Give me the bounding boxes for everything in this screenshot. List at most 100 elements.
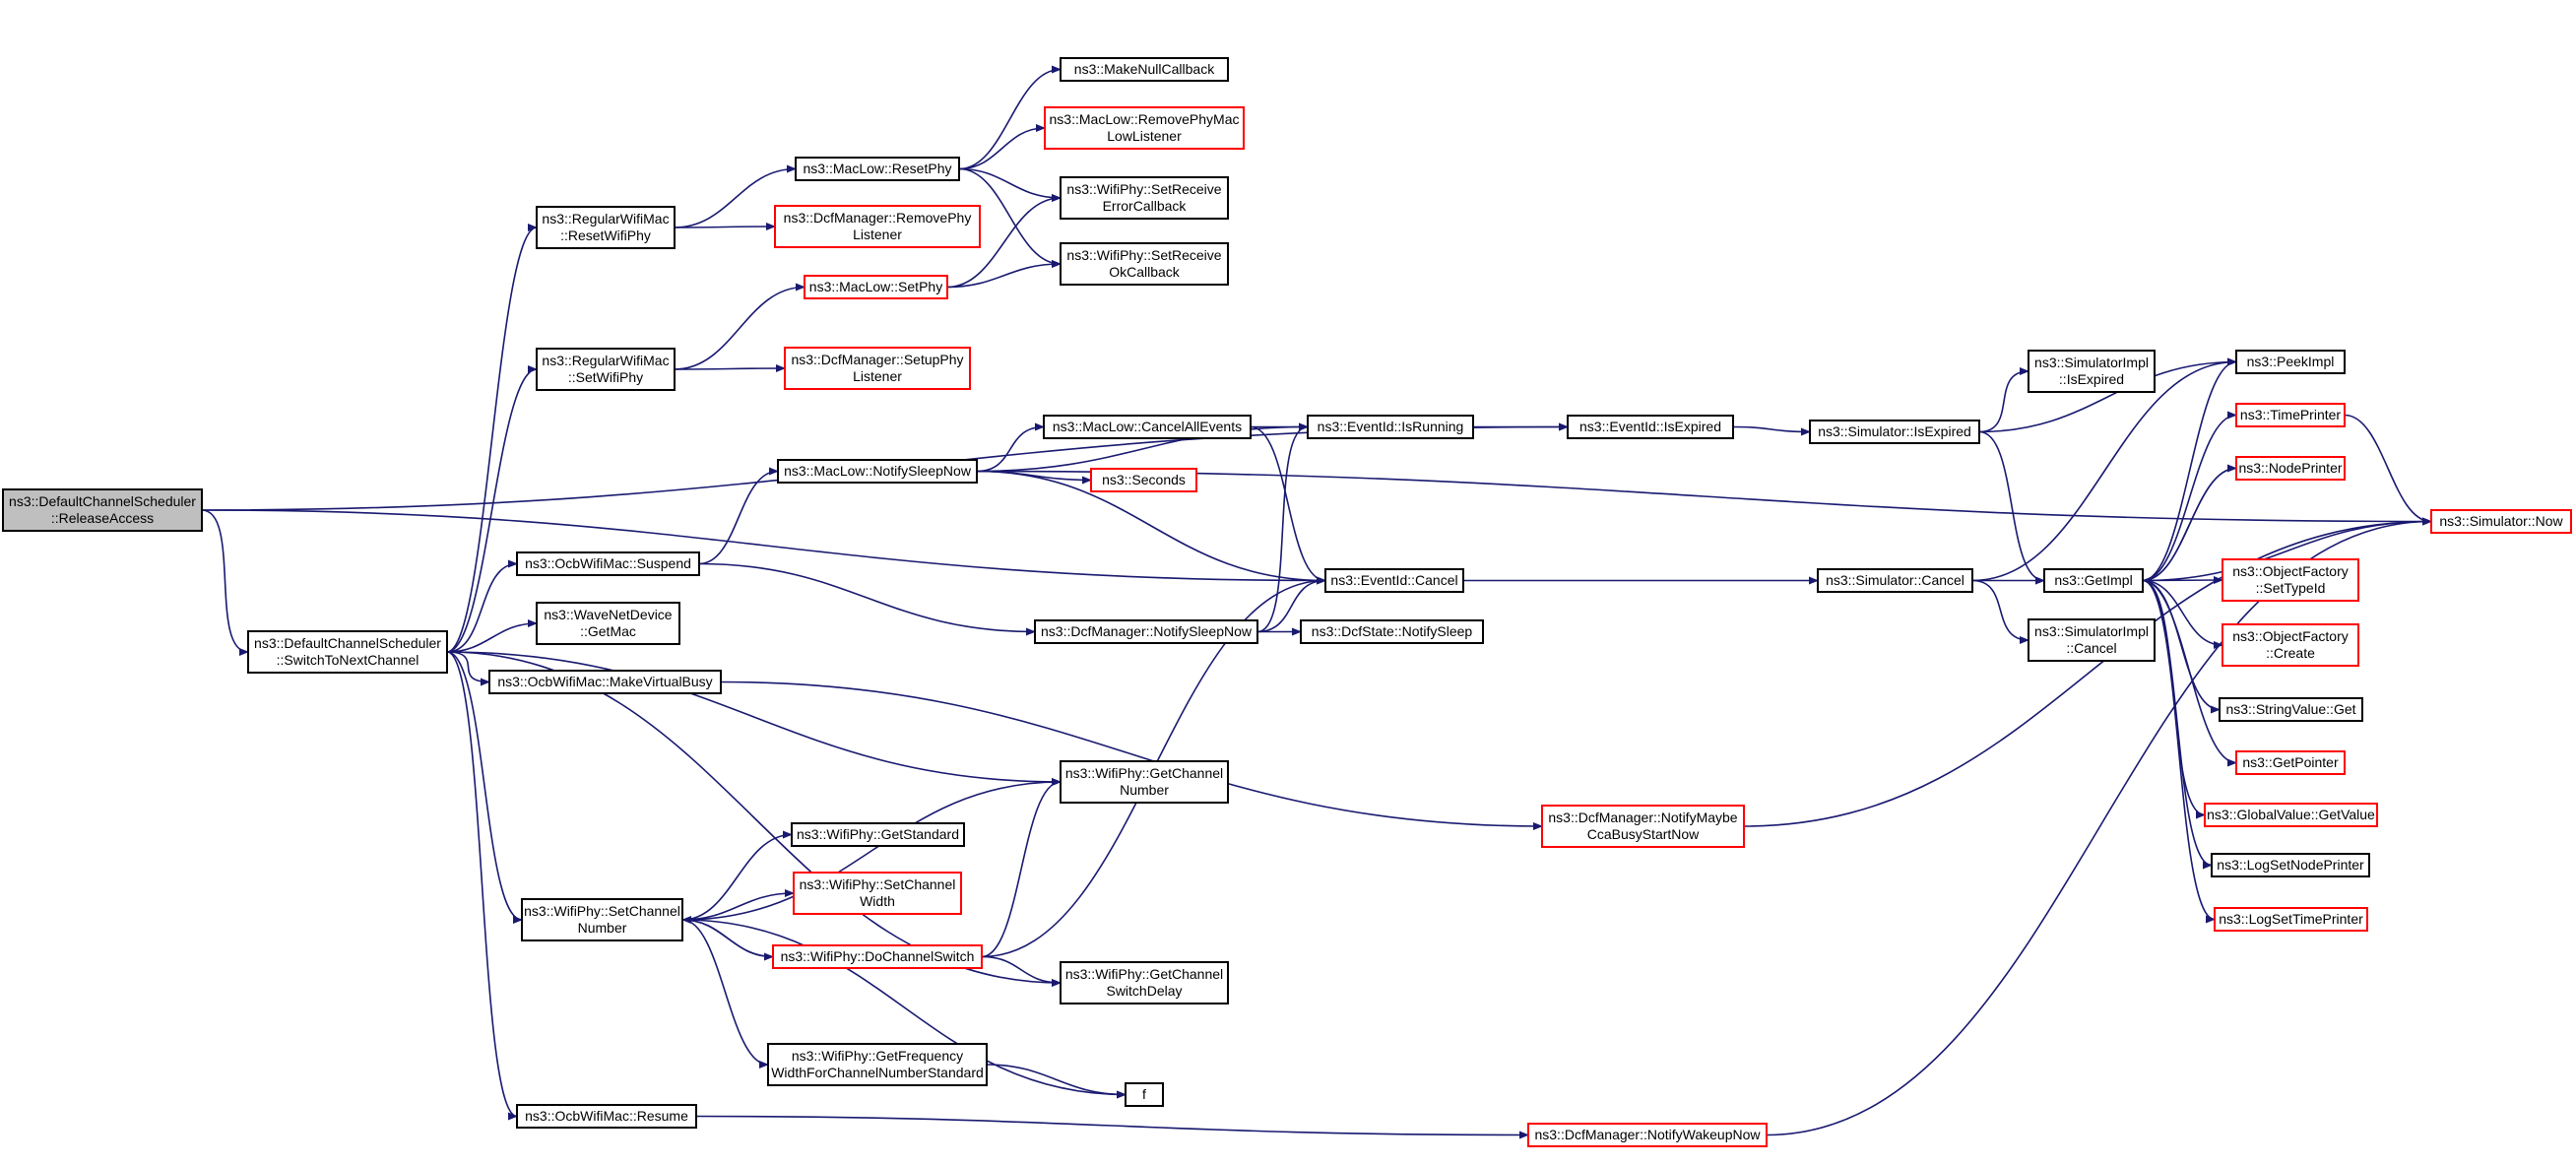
node-box bbox=[1043, 415, 1252, 439]
node-resetwifiphy[interactable]: ns3::RegularWifiMac::ResetWifiPhy bbox=[536, 206, 676, 249]
node-simcancel[interactable]: ns3::Simulator::Cancel bbox=[1817, 568, 1973, 593]
node-box bbox=[1034, 619, 1258, 644]
node-box bbox=[1324, 568, 1464, 593]
node-label-line: ns3::SimulatorImpl bbox=[2034, 623, 2149, 639]
node-getpointer[interactable]: ns3::GetPointer bbox=[2235, 750, 2346, 775]
node-dochannelswitch[interactable]: ns3::WifiPhy::DoChannelSwitch bbox=[772, 944, 983, 969]
node-simimplisexpired[interactable]: ns3::SimulatorImpl::IsExpired bbox=[2028, 350, 2156, 393]
node-resume[interactable]: ns3::OcbWifiMac::Resume bbox=[516, 1104, 697, 1129]
node-settypeid[interactable]: ns3::ObjectFactory::SetTypeId bbox=[2222, 558, 2359, 602]
node-simnow[interactable]: ns3::Simulator::Now bbox=[2430, 509, 2572, 534]
node-cancelallevents[interactable]: ns3::MacLow::CancelAllEvents bbox=[1043, 415, 1252, 439]
node-box bbox=[2430, 509, 2572, 534]
call-edge-notifysleepnow-to-isrunning bbox=[976, 422, 1309, 473]
node-f[interactable]: f bbox=[1125, 1082, 1164, 1107]
edge-path bbox=[201, 509, 249, 656]
node-suspend[interactable]: ns3::OcbWifiMac::Suspend bbox=[516, 551, 700, 576]
node-box bbox=[1527, 1123, 1768, 1147]
node-label-line: ns3::EventId::IsRunning bbox=[1318, 419, 1464, 434]
call-edge-getimpl-to-getpointer bbox=[2142, 579, 2237, 767]
node-label-line: ns3::WifiPhy::SetChannel bbox=[524, 903, 680, 919]
node-makevirtualbusy[interactable]: ns3::OcbWifiMac::MakeVirtualBusy bbox=[488, 670, 722, 694]
node-label-line: ns3::WifiPhy::GetChannel bbox=[1065, 765, 1223, 781]
node-isrunning[interactable]: ns3::EventId::IsRunning bbox=[1307, 415, 1474, 439]
node-makenullcallback[interactable]: ns3::MakeNullCallback bbox=[1060, 57, 1229, 82]
node-setphy[interactable]: ns3::MacLow::SetPhy bbox=[804, 275, 948, 299]
node-box bbox=[2214, 907, 2368, 932]
node-label-line: ::ResetWifiPhy bbox=[560, 227, 651, 243]
node-getimpl[interactable]: ns3::GetImpl bbox=[2043, 568, 2144, 593]
node-label-line: ns3::Simulator::Now bbox=[2439, 513, 2563, 529]
node-box bbox=[795, 157, 960, 181]
node-getfrequencywidth[interactable]: ns3::WifiPhy::GetFrequencyWidthForChanne… bbox=[767, 1043, 988, 1086]
node-release[interactable]: ns3::DefaultChannelScheduler::ReleaseAcc… bbox=[2, 488, 203, 532]
node-isexpired[interactable]: ns3::EventId::IsExpired bbox=[1567, 415, 1734, 439]
call-edge-resetphy-to-setreceiveokcallback bbox=[958, 167, 1062, 268]
node-label-line: ns3::Seconds bbox=[1102, 472, 1186, 487]
node-simisexpired[interactable]: ns3::Simulator::IsExpired bbox=[1809, 420, 1980, 444]
call-edge-getimpl-to-timeprinter bbox=[2142, 411, 2237, 582]
node-nodeprinter[interactable]: ns3::NodePrinter bbox=[2235, 456, 2346, 481]
edge-path bbox=[674, 283, 805, 370]
edge-path bbox=[720, 680, 1543, 830]
node-box bbox=[1300, 619, 1484, 644]
edge-path bbox=[976, 470, 1326, 585]
node-stringvalueget[interactable]: ns3::StringValue::Get bbox=[2219, 697, 2363, 722]
node-notifysleepnow[interactable]: ns3::MacLow::NotifySleepNow bbox=[777, 459, 978, 484]
node-getmac[interactable]: ns3::WaveNetDevice::GetMac bbox=[536, 602, 680, 645]
node-logsettimeprinter[interactable]: ns3::LogSetTimePrinter bbox=[2214, 907, 2368, 932]
edge-path bbox=[958, 65, 1062, 170]
node-setwifiphy[interactable]: ns3::RegularWifiMac::SetWifiPhy bbox=[536, 348, 676, 391]
node-seconds[interactable]: ns3::Seconds bbox=[1090, 468, 1197, 492]
node-globalvaluegetvalue[interactable]: ns3::GlobalValue::GetValue bbox=[2204, 803, 2378, 827]
node-resetphy[interactable]: ns3::MacLow::ResetPhy bbox=[795, 157, 960, 181]
node-box bbox=[1567, 415, 1734, 439]
edge-path bbox=[674, 364, 786, 373]
node-dcfstatenotifysleep[interactable]: ns3::DcfState::NotifySleep bbox=[1300, 619, 1484, 644]
node-switch[interactable]: ns3::DefaultChannelScheduler::SwitchToNe… bbox=[247, 630, 448, 674]
call-edge-release-to-eventcancel bbox=[201, 509, 1326, 585]
node-label-line: ns3::TimePrinter bbox=[2240, 407, 2342, 422]
node-label-line: ns3::DcfManager::RemovePhy bbox=[784, 210, 972, 226]
edge-path bbox=[981, 778, 1062, 958]
call-edge-getfrequencywidth-to-f bbox=[986, 1064, 1127, 1099]
edge-path bbox=[674, 164, 797, 228]
edge-path bbox=[1732, 425, 1811, 436]
edge-path bbox=[958, 167, 1062, 202]
call-edge-switch-to-makevirtualbusy bbox=[446, 651, 490, 686]
node-simimplcancel[interactable]: ns3::SimulatorImpl::Cancel bbox=[2028, 618, 2156, 662]
node-notifymaybeccabusy[interactable]: ns3::DcfManager::NotifyMaybeCcaBusyStart… bbox=[1541, 805, 1745, 848]
node-label-line: ::ReleaseAccess bbox=[51, 510, 154, 526]
call-edge-switch-to-getchannelnumber bbox=[446, 651, 1062, 786]
node-label-line: ns3::LogSetNodePrinter bbox=[2217, 857, 2364, 873]
node-getstandard[interactable]: ns3::WifiPhy::GetStandard bbox=[791, 822, 965, 847]
node-box bbox=[2028, 618, 2156, 662]
node-box bbox=[767, 1043, 988, 1086]
edge-path bbox=[446, 651, 518, 1121]
edge-path bbox=[1766, 517, 2432, 1136]
node-label-line: ns3::DcfManager::NotifyMaybe bbox=[1548, 810, 1737, 825]
node-logsetnodeprinter[interactable]: ns3::LogSetNodePrinter bbox=[2211, 853, 2370, 877]
node-peekimpl[interactable]: ns3::PeekImpl bbox=[2235, 350, 2346, 374]
edge-path bbox=[1743, 517, 2432, 827]
call-edge-timeprinter-to-simnow bbox=[2344, 414, 2432, 526]
edge-path bbox=[1256, 576, 1326, 633]
call-edge-dochannelswitch-to-setchannelnumber bbox=[681, 916, 774, 958]
edge-path bbox=[2344, 414, 2432, 526]
node-dcfnotifysleepnow[interactable]: ns3::DcfManager::NotifySleepNow bbox=[1034, 619, 1258, 644]
node-eventcancel[interactable]: ns3::EventId::Cancel bbox=[1324, 568, 1464, 593]
node-objfactorycreate[interactable]: ns3::ObjectFactory::Create bbox=[2222, 623, 2359, 667]
node-timeprinter[interactable]: ns3::TimePrinter bbox=[2235, 403, 2346, 427]
edge-path bbox=[446, 651, 490, 686]
node-notifywakeupnow[interactable]: ns3::DcfManager::NotifyWakeupNow bbox=[1527, 1123, 1768, 1147]
node-label-line: ns3::EventId::Cancel bbox=[1330, 572, 1457, 588]
